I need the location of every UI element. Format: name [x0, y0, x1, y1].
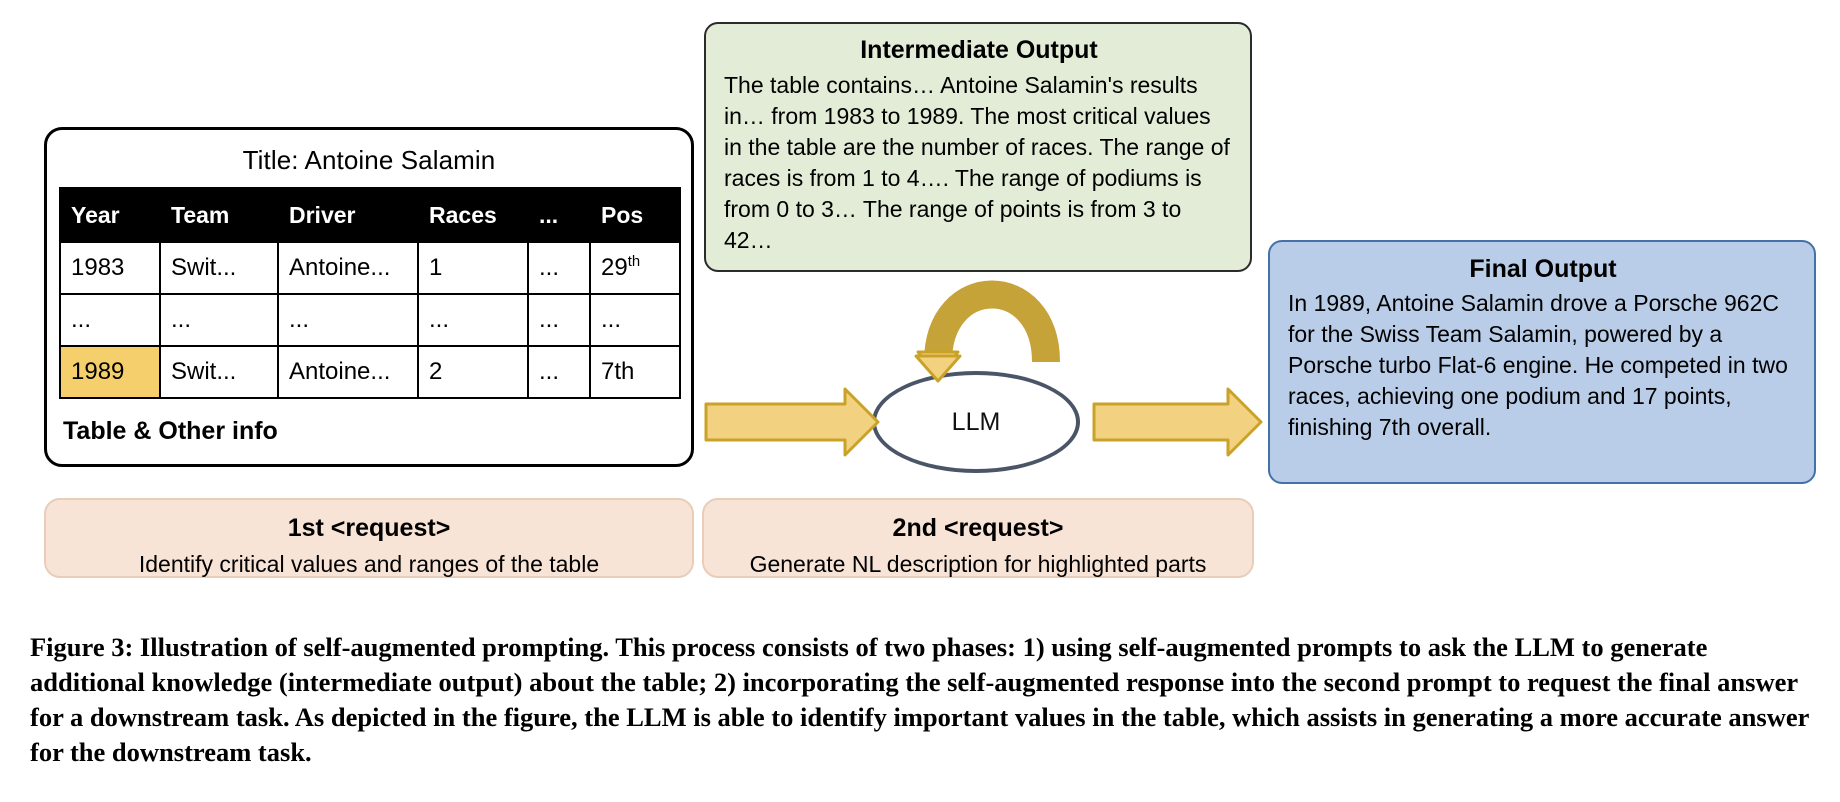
final-output-title: Final Output	[1469, 255, 1617, 283]
cell-year-highlighted: 1989	[59, 345, 161, 399]
table-title: Title: Antoine Salamin	[242, 145, 496, 175]
first-request-box: 1st <request> Identify critical values a…	[44, 498, 694, 578]
cell-team: Swit...	[159, 241, 279, 295]
data-table: Year Team Driver Races ... Pos 1983 Swit…	[59, 187, 681, 399]
llm-node-label: LLM	[951, 407, 1001, 436]
cell-races: ...	[417, 293, 529, 347]
final-output-body: In 1989, Antoine Salamin drove a Porsche…	[1288, 290, 1788, 440]
cell-ellipsis: ...	[527, 241, 591, 295]
column-header-year: Year	[59, 187, 161, 243]
table-row: 1983 Swit... Antoine... 1 ... 29th	[59, 241, 681, 295]
cell-driver: Antoine...	[277, 241, 419, 295]
first-request-subtitle: Identify critical values and ranges of t…	[138, 551, 600, 577]
intermediate-output-box: Intermediate Output The table contains… …	[704, 22, 1252, 272]
figure-caption: Figure 3: Illustration of self-augmented…	[30, 632, 1809, 767]
column-header-team: Team	[159, 187, 279, 243]
cell-driver: Antoine...	[277, 345, 419, 399]
column-header-pos: Pos	[589, 187, 681, 243]
arrow-loop-intermediate-to-llm	[914, 280, 1060, 383]
cell-races: 1	[417, 241, 529, 295]
cell-pos-suffix: th	[627, 254, 641, 270]
first-request-title: 1st <request>	[287, 514, 451, 542]
table-card: Title: Antoine Salamin Year Team Driver …	[44, 127, 694, 467]
column-header-races: Races	[417, 187, 529, 243]
second-request-title: 2nd <request>	[892, 514, 1064, 542]
intermediate-output-body: The table contains… Antoine Salamin's re…	[724, 72, 1230, 253]
cell-pos: 29th	[589, 241, 681, 295]
second-request-subtitle: Generate NL description for highlighted …	[749, 551, 1207, 577]
cell-team: ...	[159, 293, 279, 347]
table-row: ... ... ... ... ... ...	[59, 293, 681, 347]
cell-year: ...	[59, 293, 161, 347]
second-request-box: 2nd <request> Generate NL description fo…	[702, 498, 1254, 578]
arrow-table-to-llm	[704, 387, 880, 457]
cell-pos: ...	[589, 293, 681, 347]
llm-node: LLM	[872, 371, 1080, 473]
final-output-box: Final Output In 1989, Antoine Salamin dr…	[1268, 240, 1816, 484]
cell-races: 2	[417, 345, 529, 399]
cell-ellipsis: ...	[527, 293, 591, 347]
cell-team: Swit...	[159, 345, 279, 399]
column-header-driver: Driver	[277, 187, 419, 243]
cell-driver: ...	[277, 293, 419, 347]
cell-ellipsis: ...	[527, 345, 591, 399]
cell-pos: 7th	[589, 345, 681, 399]
column-header-ellipsis: ...	[527, 187, 591, 243]
table-header-row: Year Team Driver Races ... Pos	[59, 187, 681, 243]
cell-pos-number: 29	[601, 254, 628, 281]
arrow-llm-to-final-output	[1092, 387, 1263, 457]
intermediate-output-title: Intermediate Output	[860, 36, 1098, 64]
table-footer-label: Table & Other info	[63, 417, 278, 445]
table-row: 1989 Swit... Antoine... 2 ... 7th	[59, 345, 681, 399]
cell-year: 1983	[59, 241, 161, 295]
